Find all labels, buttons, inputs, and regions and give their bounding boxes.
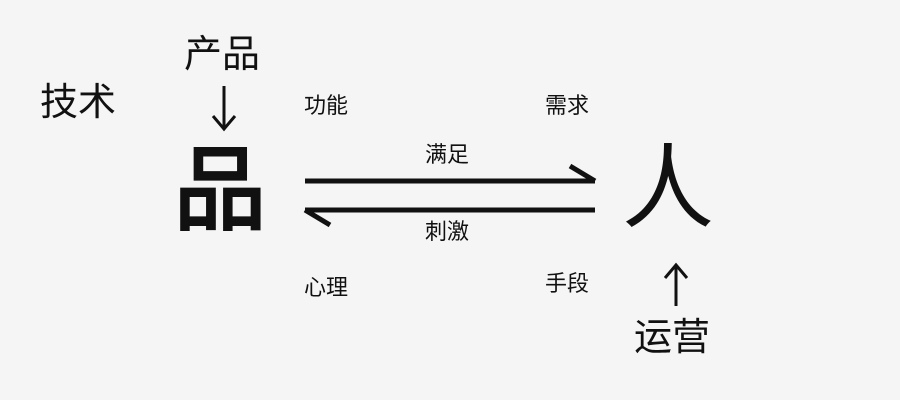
operations-label: 运营 [634, 315, 711, 359]
demand-label: 需求 [545, 94, 590, 119]
technology-label: 技术 [40, 80, 117, 124]
means-label: 手段 [545, 272, 590, 297]
product-node: 品 [174, 137, 267, 244]
up-arrow-icon [663, 262, 689, 306]
product-role-label: 产品 [184, 32, 261, 76]
person-node: 人 [622, 135, 715, 242]
psychology-label: 心理 [304, 276, 349, 301]
stimulate-label: 刺激 [425, 220, 470, 245]
down-arrow-icon [211, 86, 237, 132]
function-label: 功能 [304, 94, 349, 119]
stimulate-arrow [303, 207, 595, 228]
satisfy-label: 满足 [425, 143, 470, 168]
satisfy-arrow [305, 163, 597, 184]
